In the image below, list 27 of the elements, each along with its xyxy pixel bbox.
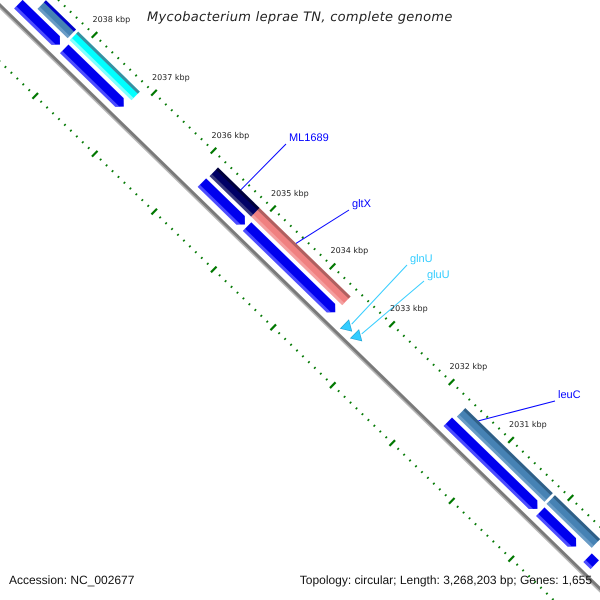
trna-triangle — [340, 319, 352, 332]
leader-line — [295, 210, 350, 244]
leader-line — [240, 144, 286, 190]
scale-label: 2035 kbp — [271, 188, 309, 198]
leader-line — [351, 264, 408, 325]
gene-label: leuC — [558, 388, 581, 402]
gene-bar — [14, 0, 60, 45]
gene-bar — [583, 553, 599, 569]
scale-label: 2031 kbp — [509, 420, 547, 430]
trna-triangle — [350, 329, 362, 342]
scale-label: 2032 kbp — [450, 362, 488, 372]
scale-label: 2038 kbp — [92, 14, 130, 25]
gene-bar — [60, 44, 124, 107]
gene-label: ML1689 — [289, 131, 329, 145]
gene-label: gltX — [352, 197, 371, 211]
scale-label: 2034 kbp — [330, 246, 368, 256]
leader-line — [361, 280, 424, 334]
scale-label: 2033 kbp — [390, 304, 428, 314]
title: Mycobacterium leprae TN, complete genome — [147, 9, 453, 27]
gene-label: glnU — [410, 252, 433, 266]
gene-bar — [546, 495, 600, 548]
gene-label: gluU — [427, 268, 450, 282]
scale-label: 2037 kbp — [152, 72, 190, 83]
accession-text: Accession: NC_002677 — [9, 573, 134, 588]
scale-label: 2036 kbp — [212, 130, 250, 141]
genome-summary-text: Topology: circular; Length: 3,268,203 bp; Genes: 1,655 — [300, 573, 592, 588]
leader-line — [478, 400, 556, 422]
